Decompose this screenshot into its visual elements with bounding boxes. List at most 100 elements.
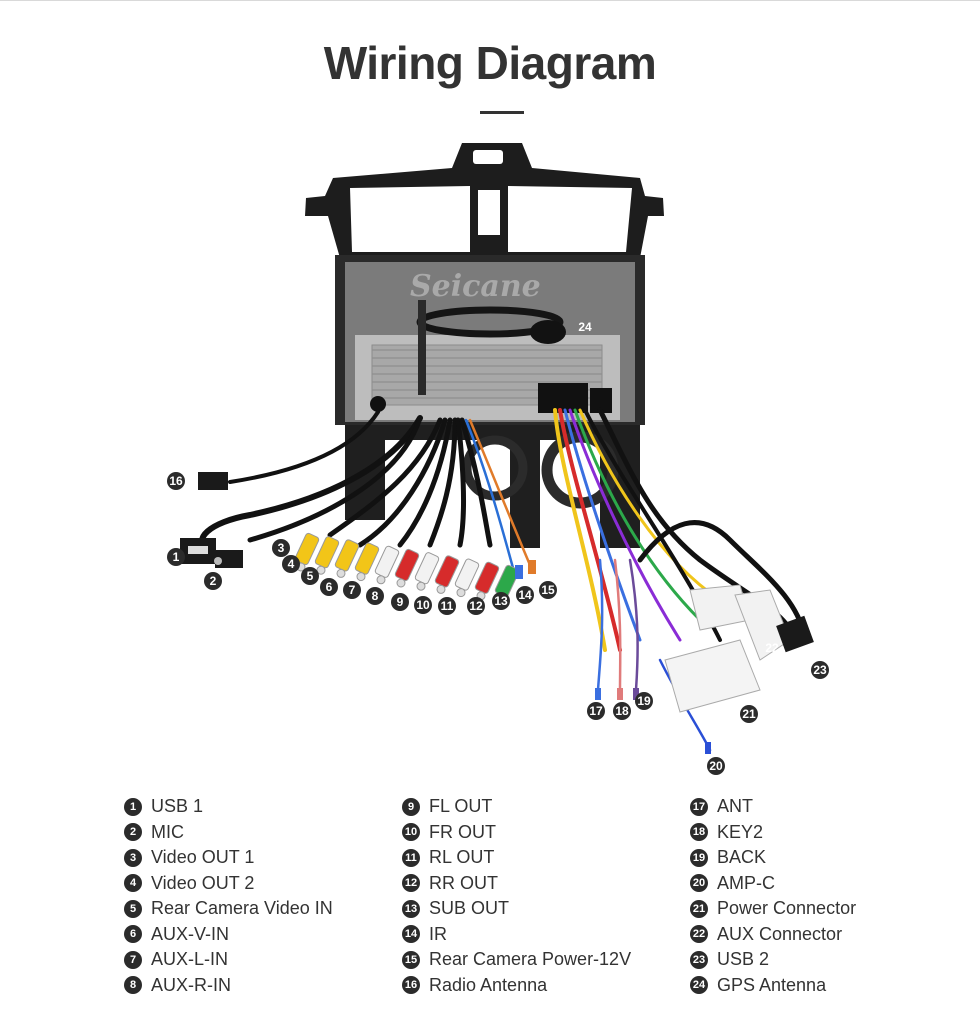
legend-label: USB 1 — [151, 796, 204, 817]
wiring-diagram: Seicane — [167, 143, 829, 775]
diagram-badge — [707, 757, 725, 775]
legend-label: GPS Antenna — [717, 974, 827, 995]
rca-tip — [456, 588, 466, 598]
legend-label: AUX-L-IN — [151, 949, 229, 970]
main-harness-socket — [538, 383, 588, 413]
rca-tip — [436, 584, 446, 594]
legend-number-badge: 9 — [402, 797, 420, 816]
diagram-badge — [414, 596, 432, 614]
top-divider — [0, 0, 980, 1]
diagram-badge — [811, 661, 829, 679]
mic-cable — [247, 415, 423, 543]
diagram-number-label: 11 — [441, 599, 454, 613]
diagram-number-label: 7 — [349, 583, 356, 597]
diagram-badge — [204, 572, 222, 590]
legend-label: Rear Camera Video IN — [151, 898, 333, 919]
legend-label: KEY2 — [717, 821, 764, 842]
diagram-number-label: 8 — [372, 589, 379, 603]
legend-number-badge: 18 — [690, 823, 708, 842]
diagram-badge — [167, 472, 185, 490]
power-connector — [664, 639, 761, 713]
legend-number-badge: 8 — [124, 976, 142, 995]
diagram-number-label: 14 — [518, 588, 532, 602]
usb-cable — [199, 415, 423, 553]
ir-plug — [515, 565, 523, 579]
legend-label: RR OUT — [429, 872, 498, 893]
page-title: Wiring Diagram — [323, 37, 657, 89]
bezel-opening-right — [508, 186, 632, 252]
diagram-badge — [167, 548, 185, 566]
rca-tip — [356, 572, 366, 582]
gps-antenna-puck — [530, 320, 566, 344]
diagram-badge — [391, 593, 409, 611]
diagram-badge — [467, 597, 485, 615]
diagram-number-label: 18 — [615, 704, 629, 718]
legend-item: 6 AUX-V-IN — [124, 922, 333, 948]
title-underline — [480, 111, 524, 114]
legend-number-badge: 20 — [690, 874, 708, 893]
ir-wire — [464, 418, 517, 577]
back-wire — [628, 558, 639, 692]
legend-label: Radio Antenna — [429, 974, 548, 995]
diagram-number-label: 19 — [637, 694, 651, 708]
legend-item: 5 Rear Camera Video IN — [124, 896, 333, 922]
legend-label: IR — [429, 923, 447, 944]
radio-antenna-socket — [370, 396, 386, 412]
watermark: Seicane — [410, 269, 541, 304]
head-unit: Seicane — [305, 143, 664, 548]
diagram-badge — [740, 705, 758, 723]
legend-label: Video OUT 1 — [151, 847, 255, 868]
diagram-number-label: 12 — [469, 599, 483, 613]
diagram-number-label: 15 — [541, 583, 555, 597]
diagram-badge — [438, 597, 456, 615]
diagram-number-label: 1 — [173, 550, 180, 564]
vent-ring-left — [462, 435, 528, 501]
legend-label: USB 2 — [717, 949, 770, 970]
legend-number-badge: 6 — [124, 925, 142, 944]
diagram-number-label: 21 — [742, 707, 756, 721]
diagram-number-label: 3 — [278, 541, 285, 555]
legend-label: AUX Connector — [717, 923, 843, 944]
legend-number-badge: 3 — [124, 848, 142, 867]
legend-number-badge: 19 — [690, 848, 708, 867]
diagram-number-label: 16 — [169, 474, 183, 488]
diagram-number-label: 22 — [765, 641, 779, 655]
legend-number-badge: 15 — [402, 950, 420, 969]
diagram-badge — [301, 567, 319, 585]
legend-label: FL OUT — [429, 796, 493, 817]
legend-number-badge: 1 — [124, 797, 142, 816]
diagram-number-label: 4 — [288, 557, 295, 571]
rca-tip — [376, 575, 386, 585]
diagram-number-label: 13 — [494, 594, 508, 608]
diagram-badge — [343, 581, 361, 599]
legend-label: Video OUT 2 — [151, 872, 255, 893]
mic-plug — [215, 550, 243, 568]
diagram-badge — [272, 539, 290, 557]
usb2-plug — [776, 615, 814, 653]
legend-number-badge: 5 — [124, 899, 142, 918]
aux-socket — [590, 388, 612, 413]
rca-tip — [396, 578, 406, 588]
diagram-number-label: 23 — [813, 663, 827, 677]
legend-label: AUX-V-IN — [151, 923, 230, 944]
diagram-badge — [282, 555, 300, 573]
connectors — [180, 472, 814, 754]
legend-number-badge: 13 — [402, 899, 420, 918]
diagram-badge — [539, 581, 557, 599]
legend-label: Power Connector — [717, 898, 857, 919]
